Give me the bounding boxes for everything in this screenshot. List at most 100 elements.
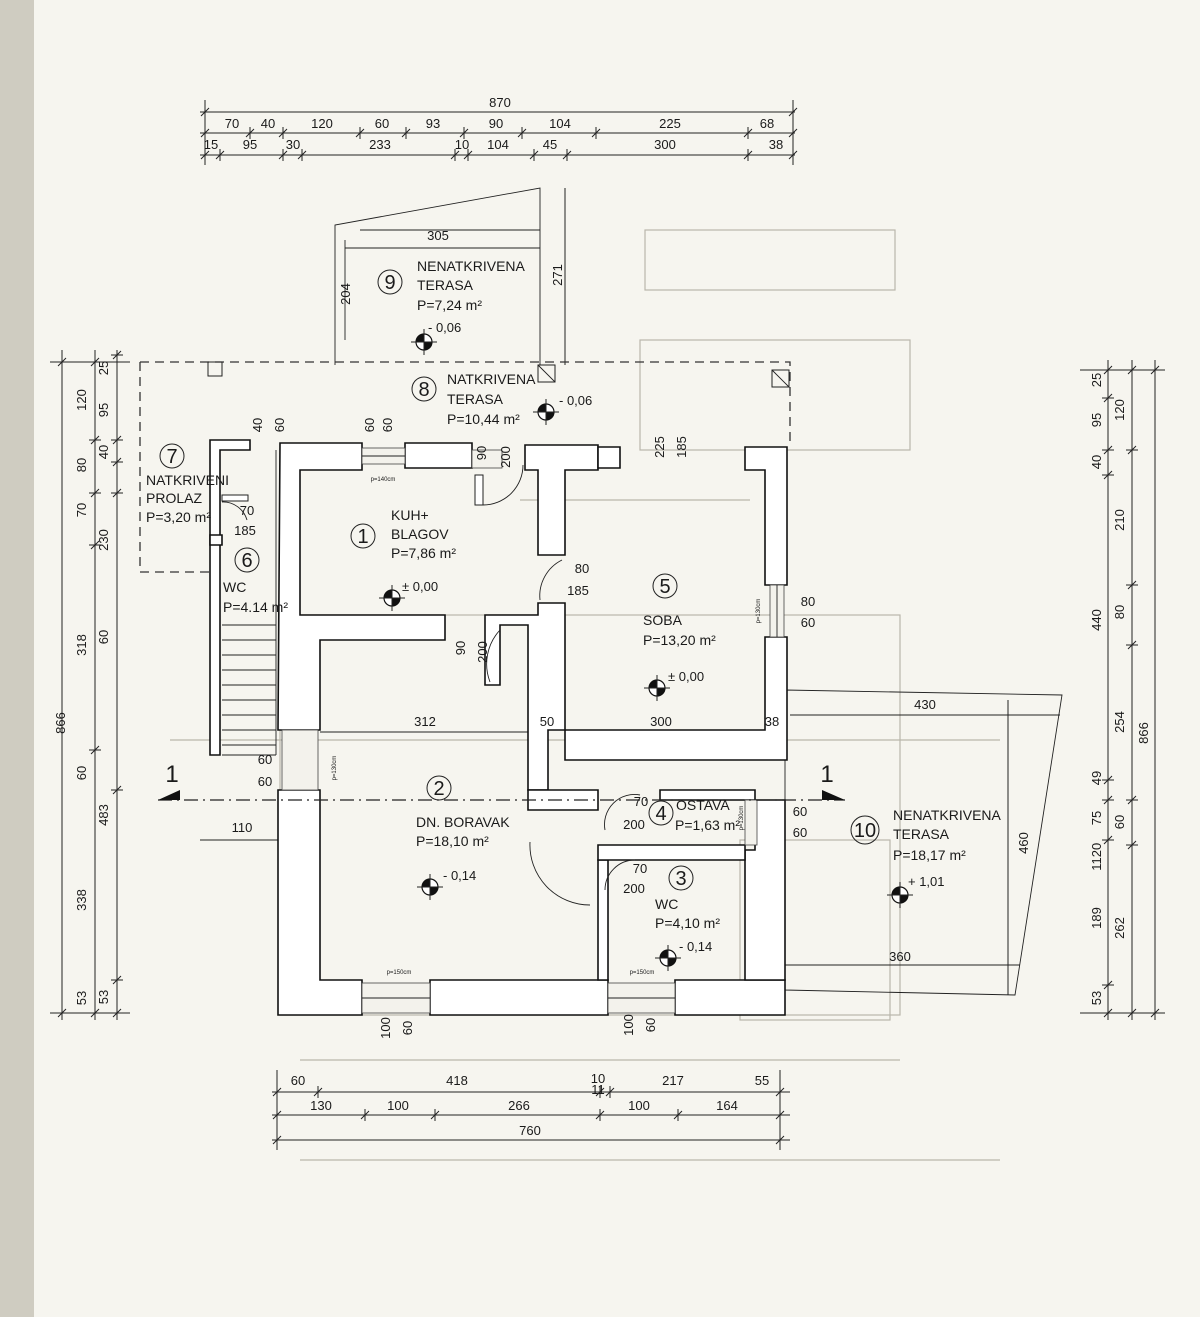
room-labels: 1 KUH+ BLAGOV P=7,86 m² ± 0,00 2 DN. BOR… bbox=[146, 258, 1002, 954]
room-number-circle bbox=[426, 775, 452, 801]
inner-dim: 312 bbox=[414, 714, 436, 729]
room-area: P=4.14 m² bbox=[223, 599, 288, 615]
level-quadrant bbox=[430, 887, 438, 895]
right-dim: 120 bbox=[1112, 399, 1127, 421]
right-dim: 262 bbox=[1112, 917, 1127, 939]
room-area: P=10,44 m² bbox=[447, 411, 520, 427]
top-dim: 104 bbox=[549, 116, 571, 131]
wall-wc6-inner bbox=[209, 534, 223, 546]
right-dim: 25 bbox=[1089, 373, 1104, 387]
inner-dim: 60 bbox=[793, 825, 807, 840]
inner-dim: 200 bbox=[623, 881, 645, 896]
room-name: OSTAVA bbox=[676, 797, 730, 813]
wall-soba-right-top bbox=[744, 446, 788, 586]
bottom-dim: 130 bbox=[310, 1098, 332, 1113]
wall-dim: 60 bbox=[258, 752, 272, 767]
left-dim: 80 bbox=[74, 458, 89, 472]
left-dim: 95 bbox=[96, 403, 111, 417]
top-dim: 95 bbox=[243, 137, 257, 152]
room-number: 2 bbox=[433, 778, 444, 800]
right-dim: 95 bbox=[1089, 413, 1104, 427]
level-quadrant bbox=[649, 680, 657, 688]
inner-dim: 305 bbox=[427, 228, 449, 243]
inner-dim: 200 bbox=[475, 641, 490, 663]
doors bbox=[221, 464, 641, 906]
bottom-dim: 418 bbox=[446, 1073, 468, 1088]
paper-sheet bbox=[34, 0, 1200, 1317]
inner-dim: 200 bbox=[623, 817, 645, 832]
room-number: 1 bbox=[357, 526, 368, 548]
room-number-circle bbox=[377, 269, 403, 295]
section-arrow bbox=[158, 790, 180, 800]
room-level: ± 0,00 bbox=[668, 669, 704, 684]
room-area: P=7,24 m² bbox=[417, 297, 482, 313]
room-level: - 0,14 bbox=[443, 868, 476, 883]
inner-dim: 70 bbox=[240, 503, 254, 518]
door-swing bbox=[486, 629, 501, 683]
room-name: TERASA bbox=[417, 277, 474, 293]
top-dim: 60 bbox=[375, 116, 389, 131]
level-quadrant bbox=[416, 334, 424, 342]
inner-dim: 80 bbox=[575, 561, 589, 576]
section-line: 1 1 bbox=[158, 761, 845, 801]
left-dim: 60 bbox=[96, 630, 111, 644]
top-dim: 38 bbox=[769, 137, 783, 152]
room-level: - 0,06 bbox=[559, 393, 592, 408]
window-hall bbox=[471, 449, 503, 469]
inner-dim: 200 bbox=[498, 446, 513, 468]
inner-dim: 50 bbox=[540, 714, 554, 729]
bottom-dim: 55 bbox=[755, 1073, 769, 1088]
top-dim: 225 bbox=[659, 116, 681, 131]
room-area: P=7,86 m² bbox=[391, 545, 456, 561]
bottom-dim: 100 bbox=[387, 1098, 409, 1113]
inner-dim: 100 bbox=[378, 1017, 393, 1039]
right-dim: 75 bbox=[1089, 811, 1104, 825]
inner-dim: 90 bbox=[453, 641, 468, 655]
terrace-9-outline bbox=[334, 187, 541, 365]
inner-dim: 70 bbox=[633, 861, 647, 876]
bottom-dim: 164 bbox=[716, 1098, 738, 1113]
room-name: NATKRIVENA bbox=[447, 371, 536, 387]
level-quadrant bbox=[538, 404, 546, 412]
top-dim: 68 bbox=[760, 116, 774, 131]
room-level: - 0,06 bbox=[428, 320, 461, 335]
door-swing bbox=[604, 859, 636, 891]
level-quadrant bbox=[657, 688, 665, 696]
right-dim: 189 bbox=[1089, 907, 1104, 929]
level-quadrant bbox=[546, 412, 554, 420]
door-swing bbox=[539, 559, 563, 601]
door-swing bbox=[604, 794, 641, 831]
level-quadrant bbox=[892, 887, 900, 895]
room-number-circle bbox=[850, 815, 880, 845]
wall-soba-top bbox=[597, 446, 621, 469]
right-dim: 60 bbox=[1112, 815, 1127, 829]
room-name: KUH+ bbox=[391, 507, 429, 523]
top-dim: 233 bbox=[369, 137, 391, 152]
level-marker-icon bbox=[644, 675, 670, 701]
bottom-dim: 60 bbox=[291, 1073, 305, 1088]
level-quadrant bbox=[900, 895, 908, 903]
inner-dim: 460 bbox=[1016, 832, 1031, 854]
room-name: SOBA bbox=[643, 612, 683, 628]
window-boravak-west bbox=[281, 729, 319, 791]
opening-label: p=150cm bbox=[630, 970, 655, 976]
inner-dim: 60 bbox=[643, 1018, 658, 1032]
top-dim: 10 bbox=[455, 137, 469, 152]
room-name: NATKRIVENI bbox=[146, 472, 229, 488]
inner-dim: 70 bbox=[634, 794, 648, 809]
windows bbox=[281, 447, 785, 1014]
room-area: P=13,20 m² bbox=[643, 632, 716, 648]
top-dim: 300 bbox=[654, 137, 676, 152]
inner-dim: 204 bbox=[338, 283, 353, 305]
right-dim: 254 bbox=[1112, 711, 1127, 733]
opening-label: p=140cm bbox=[371, 477, 396, 483]
room-name: DN. BORAVAK bbox=[416, 814, 510, 830]
bottom-dim: 10 bbox=[591, 1071, 605, 1086]
level-quadrant bbox=[384, 590, 392, 598]
room-name: PROLAZ bbox=[146, 490, 202, 506]
door-swing bbox=[482, 464, 524, 506]
wall-center bbox=[484, 602, 566, 791]
level-quadrant bbox=[424, 342, 432, 350]
column bbox=[771, 369, 790, 388]
inner-dim: 185 bbox=[234, 523, 256, 538]
